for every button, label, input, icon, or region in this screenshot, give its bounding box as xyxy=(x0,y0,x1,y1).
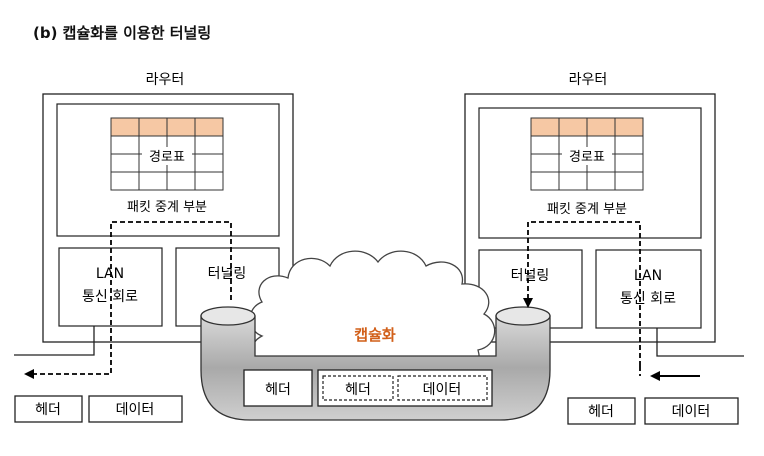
left-packet-data: 데이터 xyxy=(116,402,155,418)
tunnel-packet: 헤더 헤더 데이터 xyxy=(243,369,493,407)
left-external-line xyxy=(14,326,95,356)
left-routing-table: 경로표 xyxy=(110,117,224,191)
right-tunnel-label: 터널링 xyxy=(511,268,550,284)
right-external-line xyxy=(656,328,744,357)
right-lan-box xyxy=(595,249,702,329)
left-lan-label-1: LAN xyxy=(96,266,124,282)
right-relay-label: 패킷 중계 부분 xyxy=(547,202,627,217)
tunnel-inner-data: 데이터 xyxy=(423,382,462,398)
right-table-label: 경로표 xyxy=(569,150,605,165)
tunnel-inner-data-box xyxy=(397,375,488,401)
tunnel-outer-header: 헤더 xyxy=(265,382,291,398)
tunnel-inner-header-box xyxy=(322,375,394,401)
encapsulation-label: 캡슐화 xyxy=(354,326,396,344)
right-lan-label-1: LAN xyxy=(634,268,662,284)
figure-title: (b) 캡슐화를 이용한 터널링 xyxy=(33,24,212,42)
left-lan-label-2: 통신 회로 xyxy=(82,289,138,305)
right-packet-header-box xyxy=(567,397,636,425)
left-table-label: 경로표 xyxy=(149,150,185,165)
right-router-label: 라우터 xyxy=(569,72,608,88)
left-packet: 헤더 데이터 xyxy=(14,395,183,423)
left-tunnel-label: 터널링 xyxy=(208,266,247,282)
right-packet-path xyxy=(523,221,641,366)
left-router-label: 라우터 xyxy=(146,72,185,88)
right-lan-label-2: 통신 회로 xyxy=(620,291,676,307)
tunnel-inner-header: 헤더 xyxy=(345,382,371,398)
left-packet-header-box xyxy=(14,395,83,423)
right-packet: 헤더 데이터 xyxy=(567,397,739,425)
left-packet-data-box xyxy=(88,395,183,423)
left-relay-label: 패킷 중계 부분 xyxy=(127,200,207,215)
right-packet-header: 헤더 xyxy=(588,404,614,420)
left-packet-path xyxy=(24,221,232,379)
right-router: 라우터 경로표 패킷 중계 부분 터널링 LAN 통신 회로 xyxy=(464,72,744,357)
left-packet-header: 헤더 xyxy=(35,402,61,418)
right-routing-table: 경로표 xyxy=(530,117,644,191)
right-packet-data-box xyxy=(644,397,739,425)
tunnel-outer-header-box xyxy=(243,369,313,407)
right-packet-data: 데이터 xyxy=(672,404,711,420)
